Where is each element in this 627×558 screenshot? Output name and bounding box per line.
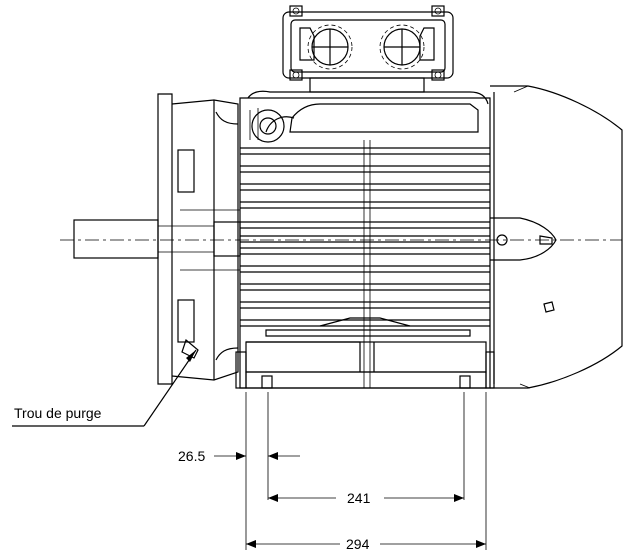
dimension-26-5-value: 26.5 [178,448,205,464]
dimension-294 [246,392,487,550]
dimension-26-5 [214,392,300,550]
drain-hole-label: Trou de purge [14,405,102,421]
dimension-241 [268,392,465,502]
motor-feet [235,317,495,389]
cooling-fins [240,140,490,388]
shaft [73,219,214,259]
drain-hole-callout [12,349,197,427]
terminal-box [282,5,454,93]
flange [157,93,241,385]
fan-cover [490,85,623,389]
dimension-241-value: 241 [347,490,371,506]
dimension-294-value: 294 [346,536,370,552]
